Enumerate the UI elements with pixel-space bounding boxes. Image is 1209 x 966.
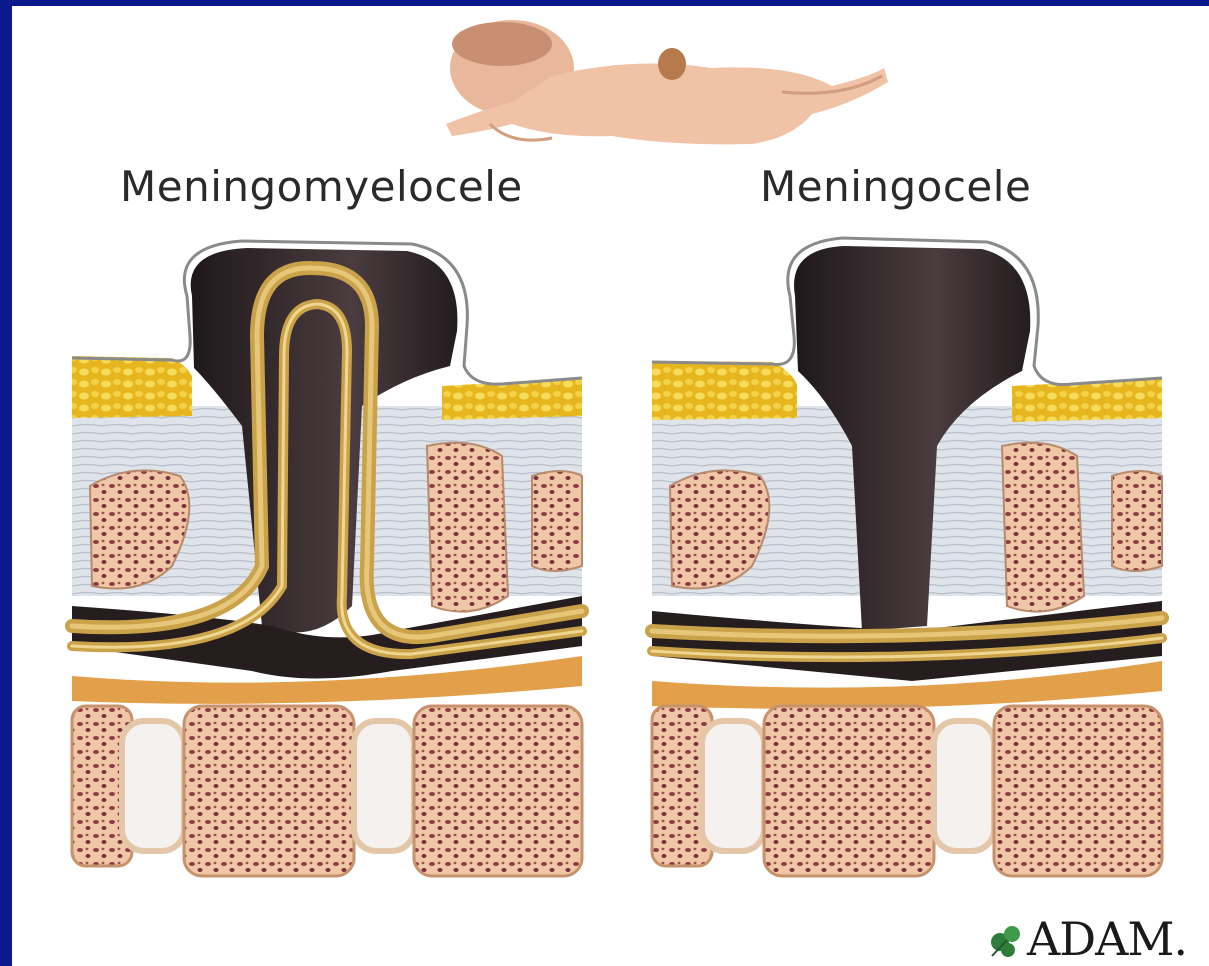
infant-illustration bbox=[446, 20, 888, 144]
illustration bbox=[12, 6, 1209, 966]
adam-logo: ADAM. bbox=[1027, 912, 1187, 966]
meningomyelocele-diagram bbox=[72, 241, 582, 876]
label-meningocele: Meningocele bbox=[760, 162, 1031, 211]
leaf-icon bbox=[991, 926, 1020, 957]
meningocele-diagram bbox=[652, 238, 1162, 876]
label-meningomyelocele: Meningomyelocele bbox=[120, 162, 523, 211]
figure-panel: Meningomyelocele Meningocele ADAM. bbox=[12, 6, 1209, 966]
